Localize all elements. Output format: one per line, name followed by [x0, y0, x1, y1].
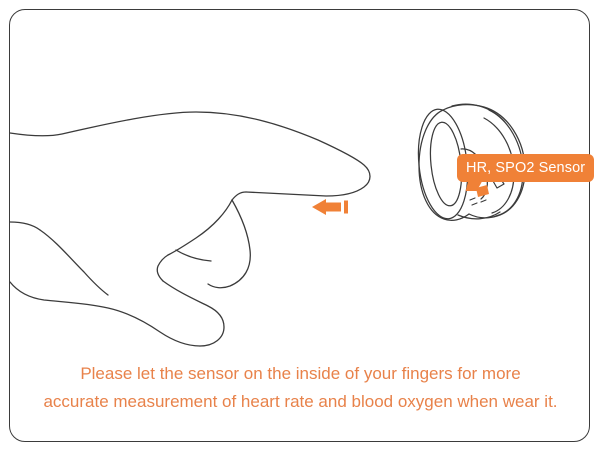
instruction-frame [9, 9, 590, 442]
hr-spo2-sensor-callout: HR, SPO2 Sensor [457, 154, 595, 191]
callout-tail-icon [465, 181, 483, 191]
instruction-caption: Please let the sensor on the inside of y… [20, 360, 581, 416]
caption-line-2: accurate measurement of heart rate and b… [43, 392, 558, 411]
caption-line-1: Please let the sensor on the inside of y… [80, 364, 521, 383]
callout-label: HR, SPO2 Sensor [466, 159, 586, 176]
